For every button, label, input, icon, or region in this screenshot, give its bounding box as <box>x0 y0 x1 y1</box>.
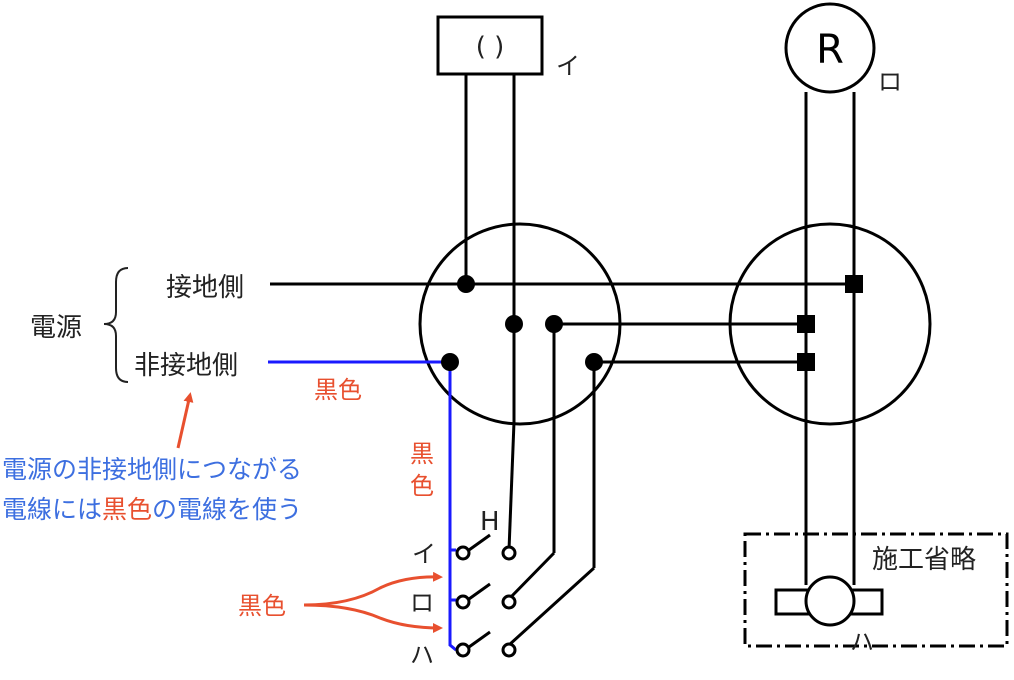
bracket-arrow-upper-icon <box>303 571 443 607</box>
wire-color-label-horizontal: 黒色 <box>314 376 362 404</box>
switch-label-i: イ <box>412 540 436 568</box>
lamp-i-symbol: ( ) <box>476 32 505 62</box>
switch-h-label: H <box>480 507 500 537</box>
bracket-arrow-lower-icon <box>303 603 443 633</box>
lamp-ro-symbol: R <box>816 27 844 73</box>
annotation-arrows <box>176 392 443 633</box>
ground-side-label: 接地側 <box>166 273 244 303</box>
note-line-1: 電源の非接地側につながる <box>2 455 302 484</box>
wire-color-label-vertical-1: 黒 <box>410 440 434 468</box>
connection-dots <box>441 275 603 371</box>
source-label: 電源 <box>30 313 82 343</box>
note-line-2-post: の電線を使う <box>152 495 302 524</box>
fixture-circle <box>804 575 856 627</box>
black-wires <box>270 74 856 647</box>
switch-label-ro: ロ <box>410 589 434 617</box>
lamp-ro-circle <box>784 2 876 94</box>
note-arrow-icon <box>176 392 194 449</box>
omitted-section-box <box>743 532 1009 648</box>
wire-color-label-bracket: 黒色 <box>238 592 286 620</box>
switch-group <box>455 533 517 658</box>
lamp-i-tag: イ <box>556 52 580 80</box>
omitted-label: 施工省略 <box>872 545 976 575</box>
note-line-2-highlight: 黒色 <box>102 495 152 524</box>
non-ground-wire <box>268 360 457 652</box>
switch-label-ha: ハ <box>410 641 434 669</box>
fixture-tag: ハ <box>850 628 874 656</box>
lamp-ro-tag: ロ <box>878 68 902 96</box>
non-ground-side-label: 非接地側 <box>134 351 238 381</box>
source-brace-icon <box>103 267 129 383</box>
lamp-i-box <box>436 15 544 76</box>
wire-color-label-vertical-2: 色 <box>410 472 434 500</box>
omitted-label-backdrop <box>866 538 1004 574</box>
note-line-2: 電線には黒色の電線を使う <box>2 495 302 524</box>
square-terminals <box>797 275 863 371</box>
note-line-2-pre: 電線には <box>2 495 102 524</box>
